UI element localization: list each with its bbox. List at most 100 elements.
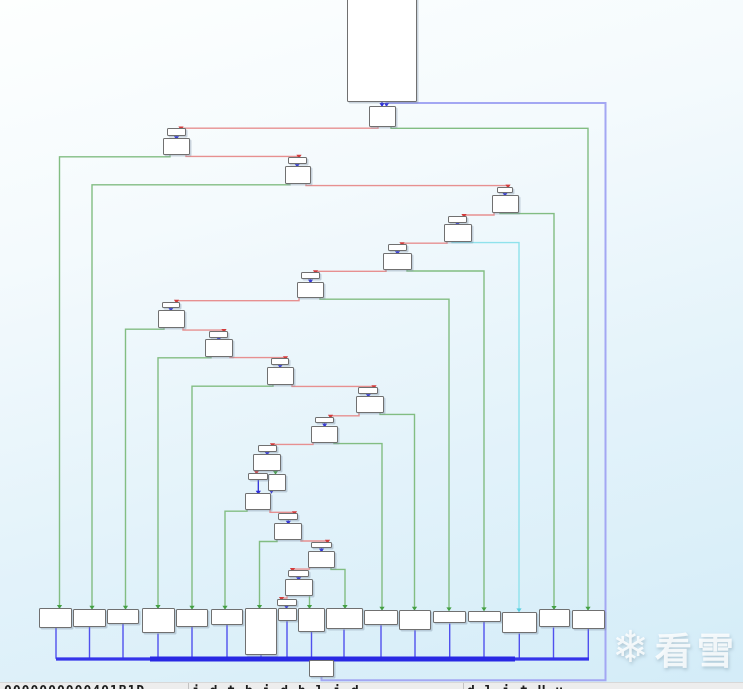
edge-arrowhead bbox=[383, 103, 390, 107]
node-compare-block-13[interactable] bbox=[244, 493, 271, 510]
node-case-block-16[interactable] bbox=[539, 609, 570, 628]
node-compare-block-7[interactable] bbox=[157, 310, 185, 329]
edge-arrowhead bbox=[585, 606, 591, 611]
node-compare-block-15[interactable] bbox=[307, 550, 335, 568]
edge-arrowhead bbox=[481, 607, 487, 612]
node-case-label-5[interactable] bbox=[388, 244, 407, 251]
watermark-text: 看雪 bbox=[654, 630, 739, 672]
node-case-label-14[interactable] bbox=[278, 513, 299, 521]
node-case-block-12[interactable] bbox=[399, 610, 431, 631]
edge-arrowhead bbox=[255, 490, 261, 495]
edge-false-branch bbox=[314, 269, 387, 273]
edge-arrowhead bbox=[56, 605, 63, 609]
edge-true-branch bbox=[333, 442, 383, 610]
node-entry-block[interactable] bbox=[346, 0, 418, 102]
node-case-block-8[interactable] bbox=[277, 608, 297, 622]
node-case-block-14[interactable] bbox=[467, 610, 501, 622]
edge-arrowhead bbox=[322, 423, 328, 428]
edge-true-branch bbox=[379, 413, 416, 610]
edge-arrowhead bbox=[318, 548, 325, 553]
edge-false-branch bbox=[401, 241, 448, 245]
node-case-label-11[interactable] bbox=[315, 416, 335, 424]
node-compare-block-10[interactable] bbox=[356, 396, 384, 414]
node-case-label-10[interactable] bbox=[358, 387, 379, 394]
node-case-label-9[interactable] bbox=[271, 358, 290, 365]
node-compare-block-1[interactable] bbox=[163, 138, 190, 156]
edge-arrowhead bbox=[505, 184, 511, 189]
node-case-label-13[interactable] bbox=[248, 472, 269, 480]
node-case-block-mid[interactable] bbox=[267, 474, 286, 491]
edge-false-branch bbox=[271, 442, 314, 446]
node-case-label-4[interactable] bbox=[448, 216, 467, 224]
node-case-block-3[interactable] bbox=[106, 609, 139, 624]
edge-arrowhead bbox=[306, 605, 313, 609]
watermark: ❄ 看雪 bbox=[612, 620, 742, 675]
edge-true-branch bbox=[224, 509, 248, 609]
status-separator bbox=[188, 683, 189, 689]
edge-arrowhead bbox=[294, 163, 300, 168]
node-compare-block-8[interactable] bbox=[205, 339, 233, 357]
node-compare-block-6[interactable] bbox=[296, 281, 325, 299]
edge-arrowhead bbox=[122, 605, 129, 610]
node-case-block-2[interactable] bbox=[73, 609, 106, 627]
edge-arrowhead bbox=[446, 607, 452, 612]
node-case-block-13[interactable] bbox=[433, 610, 466, 624]
node-case-block-1[interactable] bbox=[39, 608, 72, 628]
edge-arrowhead bbox=[216, 337, 222, 342]
edge-arrowhead bbox=[342, 605, 348, 609]
node-case-label-8[interactable] bbox=[209, 331, 229, 338]
node-case-label-1[interactable] bbox=[167, 128, 186, 136]
node-case-label-3[interactable] bbox=[496, 186, 514, 194]
edge-arrowhead bbox=[516, 608, 522, 613]
node-compare-block-2[interactable] bbox=[285, 166, 311, 185]
node-case-label-15[interactable] bbox=[311, 541, 332, 549]
node-case-label-6[interactable] bbox=[301, 272, 320, 280]
edge-true-branch bbox=[330, 567, 346, 608]
node-case-label-2[interactable] bbox=[287, 156, 307, 165]
edge-arrowhead bbox=[551, 606, 557, 610]
node-case-block-9[interactable] bbox=[298, 608, 325, 632]
edge-arrowhead bbox=[277, 364, 283, 369]
node-compare-block-9[interactable] bbox=[266, 366, 295, 385]
node-case-block-5[interactable] bbox=[175, 609, 209, 627]
edge-arrowhead bbox=[168, 307, 174, 312]
edge-arrowhead bbox=[307, 279, 314, 284]
node-loop-tail[interactable] bbox=[309, 660, 334, 677]
node-dispatcher[interactable] bbox=[368, 106, 396, 127]
edge-true-branch bbox=[406, 269, 485, 610]
node-compare-block-5[interactable] bbox=[383, 253, 412, 270]
node-compare-block-12[interactable] bbox=[253, 454, 281, 471]
node-case-block-17[interactable] bbox=[571, 610, 605, 629]
edge-arrowhead bbox=[379, 606, 385, 611]
node-case-block-6[interactable] bbox=[210, 609, 244, 625]
edge-arrowhead bbox=[285, 520, 291, 525]
snowflake-icon: ❄ bbox=[612, 622, 649, 672]
node-compare-block-14[interactable] bbox=[274, 522, 303, 541]
edge-arrowhead bbox=[189, 605, 195, 610]
status-text-2: j d t b i d h l i d bbox=[192, 684, 360, 689]
edge-true-branch bbox=[58, 155, 171, 608]
node-case-block-7[interactable] bbox=[245, 608, 277, 656]
node-tail-label[interactable] bbox=[276, 599, 297, 606]
edge-true-branch bbox=[258, 540, 278, 608]
edge-arrowhead bbox=[411, 606, 418, 611]
node-compare-block-3[interactable] bbox=[491, 195, 519, 213]
edge-arrowhead bbox=[379, 103, 385, 107]
edge-arrowhead bbox=[394, 251, 401, 256]
node-compare-block-16[interactable] bbox=[284, 579, 313, 597]
node-case-block-15[interactable] bbox=[501, 611, 537, 634]
edge-true-branch bbox=[91, 184, 291, 609]
status-text-3: d l i t H u bbox=[467, 684, 564, 689]
node-compare-block-11[interactable] bbox=[310, 425, 339, 443]
edge-false-branch bbox=[463, 212, 495, 217]
node-case-label-12[interactable] bbox=[257, 445, 277, 452]
node-case-label-7[interactable] bbox=[161, 301, 180, 309]
node-case-label-16[interactable] bbox=[288, 570, 309, 577]
node-case-block-10[interactable] bbox=[326, 608, 363, 630]
node-compare-block-4[interactable] bbox=[444, 224, 472, 242]
edge-cyan-branch bbox=[451, 241, 520, 611]
node-case-block-11[interactable] bbox=[364, 610, 398, 626]
edge-true-branch bbox=[390, 126, 589, 610]
node-case-block-4[interactable] bbox=[141, 608, 175, 634]
